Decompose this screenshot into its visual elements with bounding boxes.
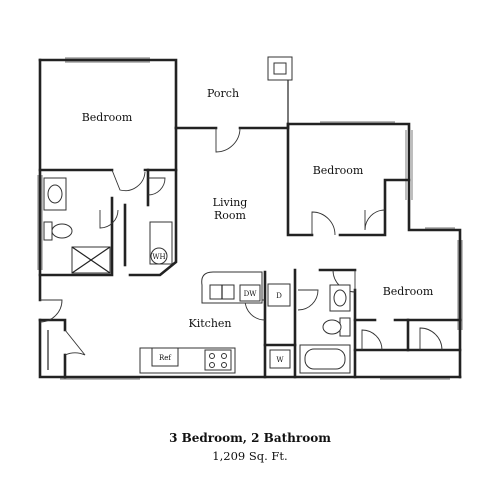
water-heater-label: WH bbox=[152, 253, 165, 261]
plan-title: 3 Bedroom, 2 Bathroom bbox=[169, 431, 331, 445]
toilet-1-tank-icon bbox=[43, 221, 53, 241]
dishwasher-icon bbox=[239, 284, 261, 302]
water-heater-closet: WH bbox=[149, 221, 173, 265]
refrigerator-label: Ref bbox=[159, 354, 172, 362]
room-labels: Bedroom Porch Bedroom Living Room Bedroo… bbox=[82, 87, 434, 330]
water-heater-icon bbox=[150, 247, 168, 265]
outer-walls bbox=[38, 58, 462, 379]
kitchen-fixtures: DW D Ref W bbox=[139, 271, 291, 374]
window-hatching bbox=[37, 57, 463, 380]
living-room-label-line2: Room bbox=[214, 209, 247, 222]
range-icon bbox=[204, 349, 232, 371]
dishwasher-label: DW bbox=[244, 290, 258, 298]
washer-label: W bbox=[276, 356, 284, 364]
living-room-label-line1: Living bbox=[213, 196, 248, 209]
bath-2-fixtures bbox=[299, 284, 351, 374]
doors bbox=[39, 127, 443, 356]
bedroom-3-label: Bedroom bbox=[383, 285, 434, 298]
bath-1-fixtures bbox=[43, 177, 111, 274]
plan-area: 1,209 Sq. Ft. bbox=[212, 449, 288, 463]
sink-1-icon bbox=[47, 184, 63, 204]
sink-2-icon bbox=[333, 289, 347, 307]
porch-label: Porch bbox=[207, 87, 239, 100]
interior-walls bbox=[38, 122, 462, 379]
toilet-2-icon bbox=[322, 319, 342, 335]
porch-column-icon bbox=[267, 56, 293, 81]
bedroom-2-label: Bedroom bbox=[313, 164, 364, 177]
washer-icon bbox=[269, 349, 291, 369]
bedroom-main-label: Bedroom bbox=[82, 111, 133, 124]
kitchen-label: Kitchen bbox=[189, 317, 232, 330]
dryer-icon bbox=[267, 283, 291, 307]
refrigerator-icon bbox=[151, 347, 179, 367]
toilet-1-icon bbox=[51, 223, 73, 239]
dryer-label: D bbox=[276, 292, 282, 300]
